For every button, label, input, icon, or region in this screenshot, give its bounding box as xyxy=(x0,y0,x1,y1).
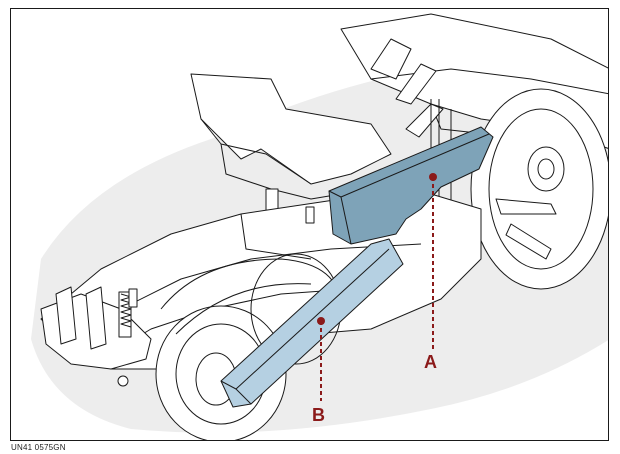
part-a-housing xyxy=(328,126,494,245)
callout-a: A xyxy=(424,352,437,372)
leader-dot-b xyxy=(317,317,325,325)
illustration-frame: A B xyxy=(10,8,609,441)
leader-dot-a xyxy=(429,173,437,181)
part-b-bar xyxy=(220,238,404,408)
figure-caption: UN41 0575GN xyxy=(11,443,66,452)
callout-b: B xyxy=(312,405,325,425)
control-levers xyxy=(370,38,444,138)
machine-illustration xyxy=(31,13,608,440)
